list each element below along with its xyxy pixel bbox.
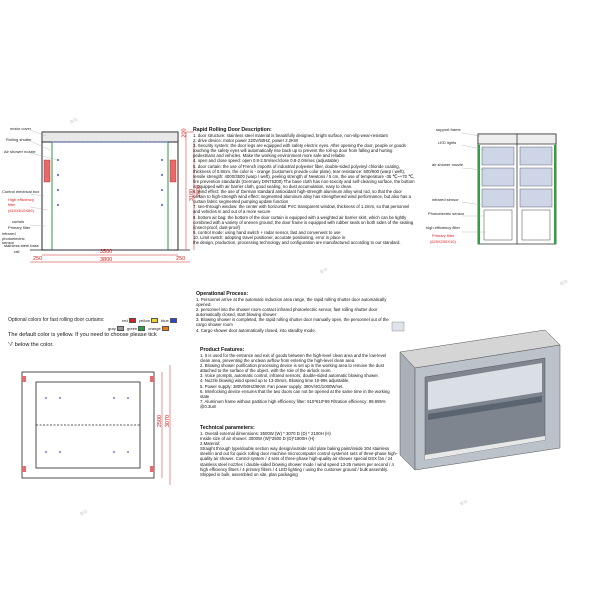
features-item: 1. It is used for the entrance and exit …	[200, 353, 387, 364]
description-item: 7. see-through window: the center with h…	[193, 204, 410, 215]
technical-item: 1. Overall external dimensions: 3500W (W…	[200, 431, 331, 436]
features-item: 5. Power supply: 380V/50HZ/6KW. Fan powe…	[200, 383, 344, 389]
technical-item: Straight through type/double section way…	[200, 446, 398, 477]
operational-item: 2. personnel into the shower room contac…	[196, 307, 378, 318]
technical-heading: Technical parameters:	[200, 425, 255, 431]
operational-heading: Operational Process:	[196, 291, 249, 297]
features-block: Product Features: 1. It is used for the …	[200, 347, 395, 409]
technical-item: 2.Material:	[200, 441, 221, 447]
label-photoelectric-sensor: Photoelectric sensor	[428, 211, 465, 216]
description-item: the design, production, processing techn…	[193, 239, 401, 245]
description-heading: Rapid Rolling Door Description:	[193, 127, 272, 133]
plan-dim-depth-b: 3070	[165, 414, 172, 428]
features-item: 6. Interlocking device ensures that the …	[200, 388, 390, 399]
color-option-green[interactable]: green	[127, 326, 147, 331]
label-support-frame: support frame	[436, 127, 461, 132]
label-rolling-shutter: Rolling shutter	[6, 137, 32, 142]
dim-top: 200	[181, 128, 188, 138]
description-item: 2. drive device: motor power 220V/50HZ, …	[193, 138, 299, 144]
features-item: 3. Voice prompts, automatic control, inf…	[200, 373, 379, 379]
description-item: 10. Limit switch: adopting travel positi…	[193, 234, 346, 240]
description-item: 5. door curtain: the use of French impor…	[193, 163, 415, 189]
label-high-filter-size: (610X610X69)	[8, 208, 34, 213]
description-item: 1. door structure: stainless steel mater…	[193, 133, 388, 138]
label-led-lights: LED lights	[438, 140, 457, 145]
label-infrared-sensor: infrared photoelectric sensor	[2, 231, 25, 246]
label-right-high-filter: high efficiency filter	[426, 225, 460, 230]
description-item: 3. Security system: the door legs are eq…	[193, 143, 406, 159]
features-heading: Product Features:	[200, 347, 245, 353]
label-right-infrared: infrared sensor	[432, 197, 459, 202]
label-motor-cover: motor cover	[10, 126, 32, 131]
operational-item: 3. Blowing shower is completed, the rapi…	[196, 317, 389, 328]
default-color-note-2: '√' below the color.	[8, 342, 54, 348]
color-swatches-row1: red yellow blue	[122, 318, 179, 323]
label-control-electrical-box: Control electrical box	[2, 189, 40, 194]
color-option-orange[interactable]: orange	[148, 326, 170, 331]
label-high-efficiency-filter: High efficiency filter	[8, 197, 34, 207]
plan-dim-depth-a: 2500	[157, 414, 164, 428]
color-option-red[interactable]: red	[122, 318, 138, 323]
color-options-title: Optional colors for fast rolling door cu…	[8, 317, 105, 323]
label-rail: rail	[14, 249, 20, 254]
label-right-nozzle: air shower nozzle	[432, 162, 464, 167]
description-items: 1. door structure: stainless steel mater…	[193, 133, 415, 245]
label-right-primary-filter: Primary filter	[432, 233, 455, 238]
technical-block: Technical parameters: 1. Overall externa…	[200, 425, 400, 477]
color-option-gray[interactable]: gray	[108, 326, 126, 331]
description-item: 6. wind effect: the use of German standa…	[193, 189, 411, 205]
dim-side-right: 250	[176, 256, 186, 262]
description-item: 9. control mode: using hand switch + rad…	[193, 229, 341, 235]
label-stainless-base: stainless steel base	[4, 243, 39, 248]
dim-side-left: 250	[33, 256, 43, 262]
operational-block: Operational Process: 1. Personnel arrive…	[196, 291, 392, 333]
technical-item: Inside size of air shower: 3000W (W)*250…	[200, 436, 315, 442]
dim-width-total: 3800	[100, 257, 113, 263]
default-color-note: The default color is yellow. If you need…	[8, 332, 157, 338]
color-swatches-row2: gray green orange	[108, 326, 171, 331]
features-item: 7. Aluminum frame without partition high…	[200, 398, 386, 409]
color-option-blue[interactable]: blue	[161, 318, 179, 323]
features-item: 2. Blowing shower purification processin…	[200, 363, 384, 374]
color-options-section: Optional colors for fast rolling door cu…	[8, 318, 198, 323]
features-item: 4. Nozzle blowing wind speed up to 13-25…	[200, 378, 350, 384]
label-curtain: curtain	[12, 219, 25, 224]
description-item: 4. open and close speed: open 0.8-2.5m/s…	[193, 158, 339, 164]
dim-width-inner: 3500	[100, 249, 113, 255]
operational-item: 1. Personnel arrive at the automatic ind…	[196, 297, 387, 308]
operational-item: 4. Cargo shower door automatically close…	[196, 327, 316, 333]
label-right-primary-size: (625X255X10)	[430, 239, 456, 244]
label-air-shower-nozzle: Air shower nozzle	[4, 149, 36, 154]
description-block: Rapid Rolling Door Description: 1. door …	[193, 127, 415, 245]
description-item: 8. bottom air bag: the bottom of the doo…	[193, 214, 414, 230]
label-primary-filter: Primary filter	[8, 225, 31, 230]
color-option-yellow[interactable]: yellow	[139, 318, 160, 323]
